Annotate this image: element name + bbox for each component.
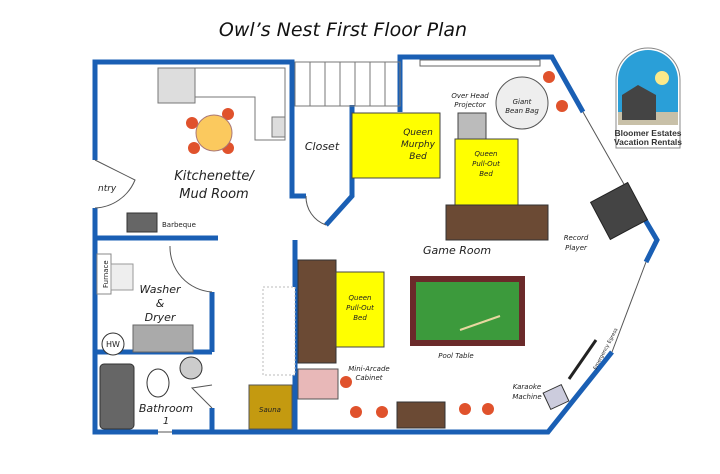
label-pullout-left: Queen: [349, 294, 372, 302]
loveseat: [396, 401, 446, 429]
karaoke-icon: [542, 383, 570, 411]
label-bean-bag-2: Bean Bag: [505, 107, 539, 115]
label-pullout-left-3: Bed: [353, 314, 367, 322]
sofa-top: [445, 204, 549, 241]
dining-table: [195, 114, 233, 152]
label-arcade: Mini-Arcade: [348, 365, 389, 373]
bloomer-estates-logo: Bloomer Estates Vacation Rentals: [614, 47, 682, 149]
game-room-furniture: [248, 71, 649, 430]
label-murphy-bed-3: Bed: [409, 152, 427, 162]
label-pullout-left-2: Pull-Out: [346, 304, 374, 312]
chair-icon: [188, 142, 200, 154]
room-label-entry: ntry: [98, 184, 117, 194]
label-pullout-top-3: Bed: [479, 170, 493, 178]
label-hw: HW: [106, 340, 120, 349]
plan-title: Owl’s Nest First Floor Plan: [219, 19, 467, 41]
logo-line1: Bloomer Estates: [614, 128, 681, 138]
bath-door: [190, 384, 213, 409]
room-label-bathroom-2: 1: [163, 416, 169, 427]
label-pullout-top: Queen: [475, 150, 498, 158]
closet-door: [305, 195, 327, 226]
room-label-bathroom: Bathroom: [139, 402, 193, 415]
laundry-fixtures: [96, 253, 203, 430]
label-record-player: Record: [564, 234, 589, 242]
label-bean-bag: Giant: [513, 98, 532, 106]
label-murphy-bed: Queen: [403, 128, 433, 138]
label-projector: Over Head: [451, 92, 489, 100]
projector-icon: [457, 112, 487, 140]
chair-icon: [543, 71, 555, 83]
room-label-game-room: Game Room: [423, 244, 491, 257]
room-label-kitchen-2: Mud Room: [179, 187, 248, 202]
logo-line2: Vacation Rentals: [614, 137, 682, 147]
chair-icon: [376, 406, 388, 418]
room-label-kitchen: Kitchenette/: [174, 169, 255, 184]
toilet: [146, 368, 170, 398]
bean-bag: [495, 76, 549, 130]
label-egress: Emergency Egress: [592, 327, 619, 371]
bikes: [262, 286, 296, 376]
murphy-bed: [351, 112, 441, 179]
kitchen-fixtures: [126, 67, 286, 233]
entry-door: [94, 159, 136, 209]
room-label-washer: Washer: [139, 283, 181, 296]
washer-dryer: [132, 324, 194, 353]
label-murphy-bed-2: Murphy: [401, 140, 436, 150]
chair-icon: [340, 376, 352, 388]
chair-icon: [556, 100, 568, 112]
room-label-closet: Closet: [305, 140, 340, 153]
label-record-player-2: Player: [565, 244, 588, 252]
label-arcade-2: Cabinet: [355, 374, 382, 382]
stairs: [294, 61, 401, 107]
chair-icon: [350, 406, 362, 418]
label-barbeque: Barbeque: [162, 221, 196, 229]
room-label-washer-2: &: [156, 297, 165, 310]
label-furnace: Furnace: [102, 260, 110, 288]
laundry-door: [169, 245, 213, 293]
label-karaoke-2: Machine: [512, 393, 541, 401]
bathtub: [99, 363, 135, 430]
chair-icon: [186, 117, 198, 129]
pullout-bed-left: [335, 271, 385, 348]
sauna: [248, 384, 293, 430]
sink: [179, 356, 203, 380]
sofa-left: [297, 259, 337, 364]
chair-icon: [482, 403, 494, 415]
label-karaoke: Karaoke: [513, 383, 541, 391]
label-pullout-top-2: Pull-Out: [472, 160, 500, 168]
chair-icon: [222, 108, 234, 120]
label-sauna: Sauna: [259, 406, 281, 414]
room-label-washer-3: Dryer: [145, 311, 177, 324]
record-player-icon: [589, 181, 649, 241]
barbeque-icon: [126, 212, 158, 233]
arcade-cabinet: [297, 368, 339, 400]
pullout-bed-top: [454, 138, 519, 206]
chair-icon: [459, 403, 471, 415]
label-pool-table: Pool Table: [438, 352, 473, 360]
label-projector-2: Projector: [454, 101, 487, 109]
egress-window: [567, 339, 598, 380]
water-heater: [101, 332, 125, 356]
window: [419, 59, 541, 67]
